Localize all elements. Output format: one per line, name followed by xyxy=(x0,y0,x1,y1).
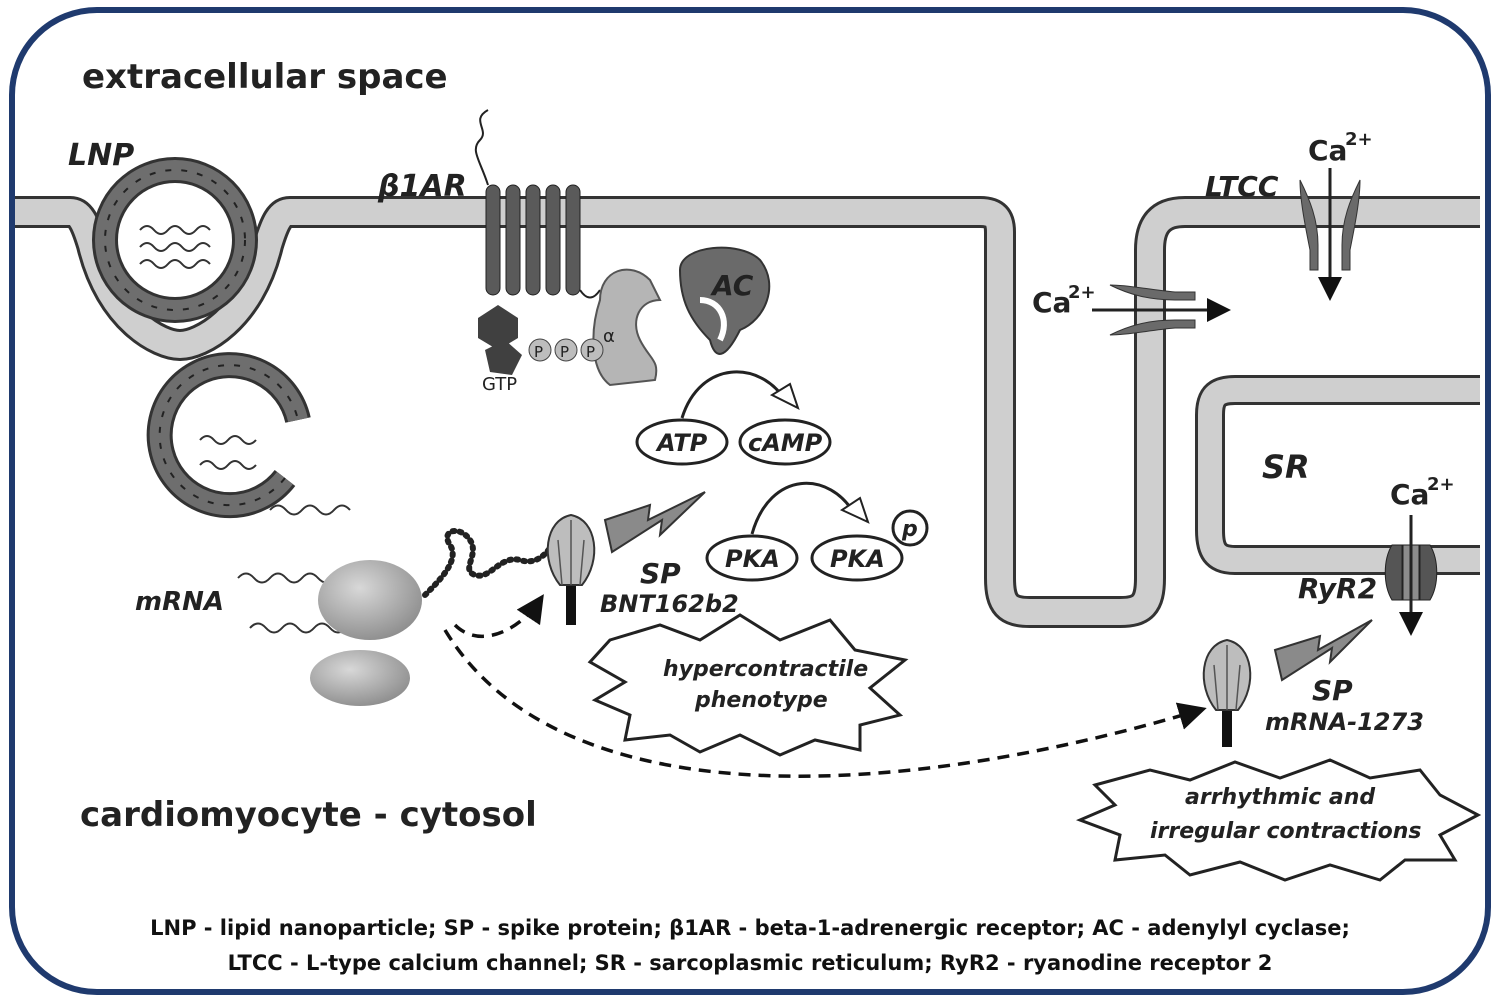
bnt162b2-label: BNT162b2 xyxy=(600,590,739,618)
arrhythmic-line2: irregular contractions xyxy=(1150,819,1421,844)
atp-to-camp-arrow xyxy=(680,370,787,419)
bolt-icon-2 xyxy=(1273,619,1373,682)
lnp-membrane-particle xyxy=(92,157,258,323)
alpha-label: α xyxy=(603,326,615,347)
ac-label: AC xyxy=(710,269,754,302)
phosphate-label-2: P xyxy=(560,343,569,361)
cell-membrane xyxy=(15,196,1480,628)
lnp-label: LNP xyxy=(68,138,134,173)
atp-to-camp-arrowhead xyxy=(769,382,800,410)
ryr2-channel xyxy=(1384,515,1438,636)
phosphate-label-1: P xyxy=(534,343,543,361)
camp-label: cAMP xyxy=(748,429,823,457)
lnp-cytosol-particle xyxy=(146,352,311,519)
sarcoplasmic-reticulum xyxy=(1195,375,1480,575)
cytosol-label: cardiomyocyte - cytosol xyxy=(80,795,537,835)
ryr2-label: RyR2 xyxy=(1298,572,1377,605)
hypercontractile-line1: hypercontractile xyxy=(663,657,868,682)
mrna-label: mRNA xyxy=(135,587,224,617)
phospho-badge xyxy=(891,509,929,547)
mrna1273-label: mRNA-1273 xyxy=(1265,708,1424,736)
phosphate-label-3: P xyxy=(586,343,595,361)
ribosome-small xyxy=(310,650,410,706)
ca-side-sup: 2+ xyxy=(1068,282,1096,303)
sp2-label: SP xyxy=(1312,674,1353,707)
hypercontractile-line2: phenotype xyxy=(694,688,828,713)
spike-protein-mrna1273 xyxy=(1202,638,1252,747)
g-protein-alpha xyxy=(592,268,662,387)
sr-label: SR xyxy=(1262,448,1310,486)
ltcc-channel-side xyxy=(1092,284,1231,336)
legend-line-1: LNP - lipid nanoparticle; SP - spike pro… xyxy=(150,916,1350,940)
b1ar-label: β1AR xyxy=(377,169,467,204)
bolt-icon-1 xyxy=(603,491,706,554)
ltcc-channel-top xyxy=(1299,168,1361,301)
ca-top-label: Ca xyxy=(1308,134,1347,167)
pka-node xyxy=(705,534,799,582)
ca-sr-label: Ca xyxy=(1390,478,1429,511)
arrhythmic-burst xyxy=(1075,758,1482,882)
ltcc-label: LTCC xyxy=(1205,170,1279,203)
pka-label: PKA xyxy=(725,545,780,573)
camp-node xyxy=(738,418,832,466)
legend-line-2: LTCC - L-type calcium channel; SR - sarc… xyxy=(228,951,1273,975)
ca-sr-sup: 2+ xyxy=(1427,474,1455,495)
ca-top-sup: 2+ xyxy=(1345,129,1373,150)
ca-side-label: Ca xyxy=(1032,286,1071,319)
adenylyl-cyclase xyxy=(678,246,771,355)
b1ar-receptor xyxy=(474,109,601,299)
gtp-molecule xyxy=(478,305,604,375)
ribosome-large xyxy=(318,560,422,640)
pka-p-label: PKA xyxy=(830,545,885,573)
pka-p-node xyxy=(810,534,904,582)
atp-node xyxy=(635,418,729,466)
spike-protein-bnt xyxy=(546,513,596,625)
translation-arrow-to-sp1 xyxy=(453,594,544,638)
sp1-label: SP xyxy=(640,557,681,590)
gtp-label: GTP xyxy=(482,374,517,395)
extracellular-space-label: extracellular space xyxy=(82,57,448,97)
arrhythmic-line1: arrhythmic and xyxy=(1185,785,1375,810)
hypercontractile-burst xyxy=(587,613,909,757)
nascent-peptide xyxy=(422,528,553,598)
pka-arrowhead xyxy=(839,496,870,524)
atp-label: ATP xyxy=(655,429,708,457)
outer-frame xyxy=(9,7,1491,995)
pka-arrow xyxy=(750,481,857,535)
phospho-badge-label: p xyxy=(901,517,918,542)
